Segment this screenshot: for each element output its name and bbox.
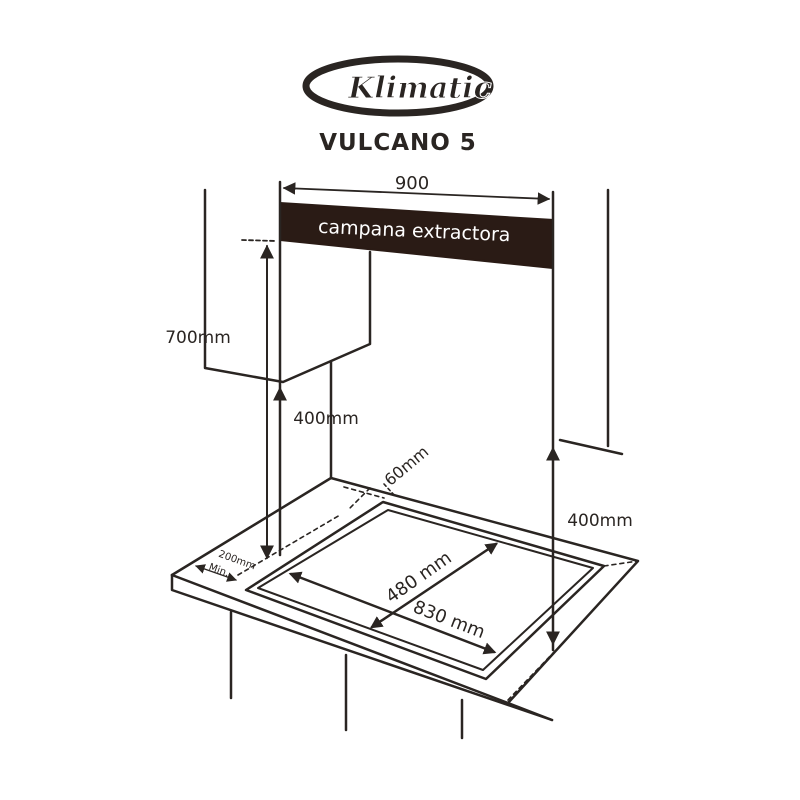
height-700-dimension: 700mm <box>165 239 277 560</box>
wall-cabinets <box>203 188 624 480</box>
hood-width-dimension: 900 <box>282 173 551 205</box>
height-400-left-label: 400mm <box>293 409 359 429</box>
extractor-hood: campana extractora <box>278 180 555 652</box>
height-400-right-dimension: 400mm <box>546 446 633 646</box>
hood-width-label: 900 <box>395 173 429 194</box>
logo-text: Klimatic <box>347 71 492 106</box>
cutout-width-label: 830 mm <box>410 597 488 644</box>
height-400-right-label: 400mm <box>567 511 633 531</box>
height-700-label: 700mm <box>165 328 231 348</box>
height-400-left-dimension: 400mm <box>273 386 359 553</box>
clearance-lines <box>237 486 639 701</box>
brand-logo: Klimatic <box>302 55 494 117</box>
model-title: VULCANO 5 <box>319 130 477 156</box>
side-min-sub-label: Min. <box>207 562 230 579</box>
depth-60-label: 60mm <box>381 442 433 490</box>
depth-60-dimension: 60mm <box>381 442 433 497</box>
